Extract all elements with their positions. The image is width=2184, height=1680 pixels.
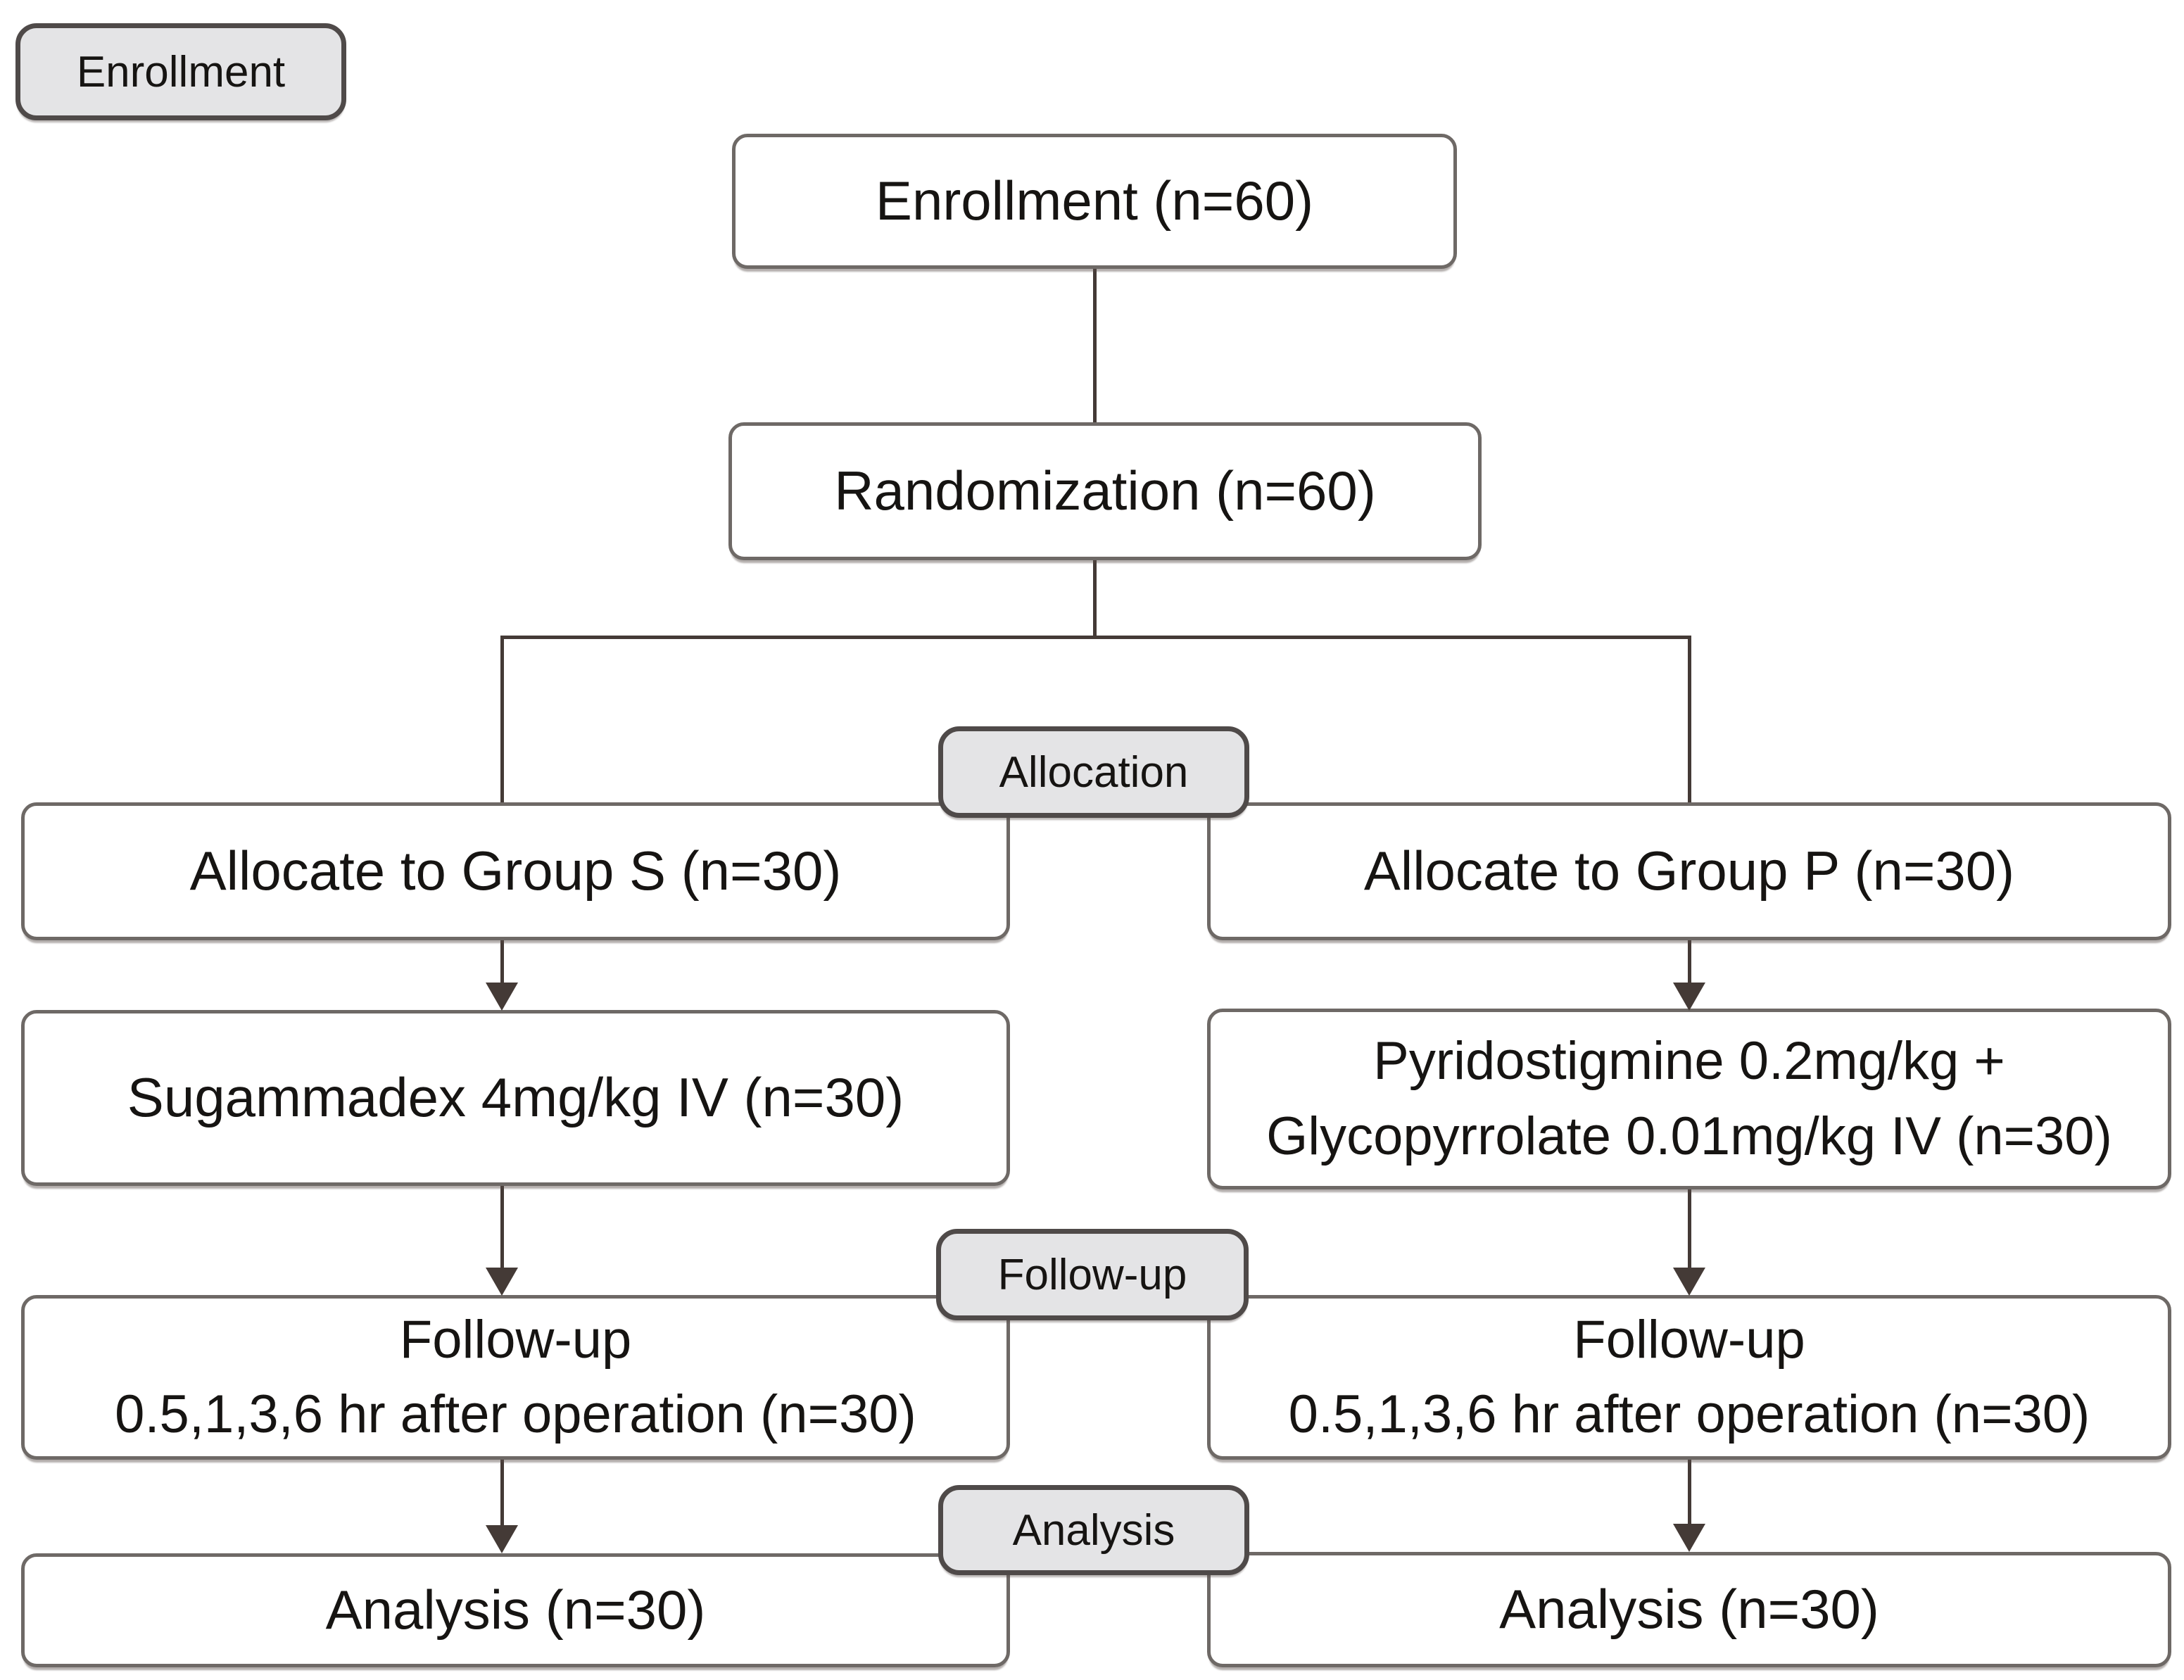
node-followup-group-p-line1: Follow-up bbox=[1573, 1309, 1805, 1370]
arrow-followup-analysis-right bbox=[1688, 1459, 1691, 1527]
connector-enrollment-randomization bbox=[1093, 267, 1097, 424]
node-analysis-group-p-label: Analysis (n=30) bbox=[1499, 1578, 1879, 1641]
node-intervention-sugammadex: Sugammadex 4mg/kg IV (n=30) bbox=[21, 1010, 1010, 1186]
stage-tag-followup: Follow-up bbox=[936, 1229, 1249, 1320]
node-randomization: Randomization (n=60) bbox=[728, 422, 1482, 560]
arrow-allocation-intervention-left bbox=[500, 940, 504, 986]
connector-split-left bbox=[500, 636, 504, 804]
node-allocate-group-p-label: Allocate to Group P (n=30) bbox=[1363, 840, 2015, 902]
arrowhead-down-icon bbox=[1673, 983, 1705, 1011]
node-followup-group-s-line2: 0.5,1,3,6 hr after operation (n=30) bbox=[115, 1384, 916, 1444]
stage-tag-analysis: Analysis bbox=[938, 1485, 1249, 1575]
node-analysis-group-s-label: Analysis (n=30) bbox=[325, 1579, 706, 1641]
arrow-intervention-followup-left bbox=[500, 1186, 504, 1272]
connector-split-horizontal bbox=[500, 636, 1691, 639]
arrow-intervention-followup-right bbox=[1688, 1188, 1691, 1272]
stage-tag-followup-label: Follow-up bbox=[997, 1250, 1187, 1299]
node-randomization-label: Randomization (n=60) bbox=[834, 460, 1376, 522]
node-followup-group-p: Follow-up 0.5,1,3,6 hr after operation (… bbox=[1207, 1295, 2171, 1460]
node-intervention-pyridostigmine: Pyridostigmine 0.2mg/kg + Glycopyrrolate… bbox=[1207, 1009, 2171, 1189]
stage-tag-enrollment-label: Enrollment bbox=[76, 47, 286, 96]
node-followup-group-s-line1: Follow-up bbox=[399, 1309, 632, 1370]
node-enrollment-label: Enrollment (n=60) bbox=[875, 170, 1314, 232]
arrow-followup-analysis-left bbox=[500, 1459, 504, 1528]
arrowhead-down-icon bbox=[1673, 1268, 1705, 1296]
arrowhead-down-icon bbox=[486, 983, 518, 1011]
node-intervention-sugammadex-label: Sugammadex 4mg/kg IV (n=30) bbox=[127, 1066, 904, 1129]
stage-tag-allocation: Allocation bbox=[938, 726, 1249, 818]
stage-tag-allocation-label: Allocation bbox=[999, 747, 1189, 797]
node-followup-group-p-line2: 0.5,1,3,6 hr after operation (n=30) bbox=[1288, 1384, 2090, 1444]
node-allocate-group-s-label: Allocate to Group S (n=30) bbox=[189, 840, 842, 902]
stage-tag-analysis-label: Analysis bbox=[1012, 1505, 1175, 1555]
stage-tag-enrollment: Enrollment bbox=[15, 23, 346, 120]
connector-randomization-split bbox=[1093, 559, 1097, 639]
arrowhead-down-icon bbox=[486, 1268, 518, 1296]
node-allocate-group-s: Allocate to Group S (n=30) bbox=[21, 802, 1010, 940]
node-analysis-group-s: Analysis (n=30) bbox=[21, 1553, 1010, 1667]
arrow-allocation-intervention-right bbox=[1688, 940, 1691, 986]
connector-split-right bbox=[1688, 636, 1691, 804]
node-followup-group-s: Follow-up 0.5,1,3,6 hr after operation (… bbox=[21, 1295, 1010, 1460]
arrowhead-down-icon bbox=[1673, 1524, 1705, 1552]
node-analysis-group-p: Analysis (n=30) bbox=[1207, 1552, 2171, 1667]
node-intervention-pyridostigmine-line1: Pyridostigmine 0.2mg/kg + bbox=[1373, 1031, 2005, 1092]
node-allocate-group-p: Allocate to Group P (n=30) bbox=[1207, 802, 2171, 940]
node-enrollment: Enrollment (n=60) bbox=[732, 134, 1457, 269]
arrowhead-down-icon bbox=[486, 1525, 518, 1553]
node-intervention-pyridostigmine-line2: Glycopyrrolate 0.01mg/kg IV (n=30) bbox=[1266, 1106, 2112, 1166]
